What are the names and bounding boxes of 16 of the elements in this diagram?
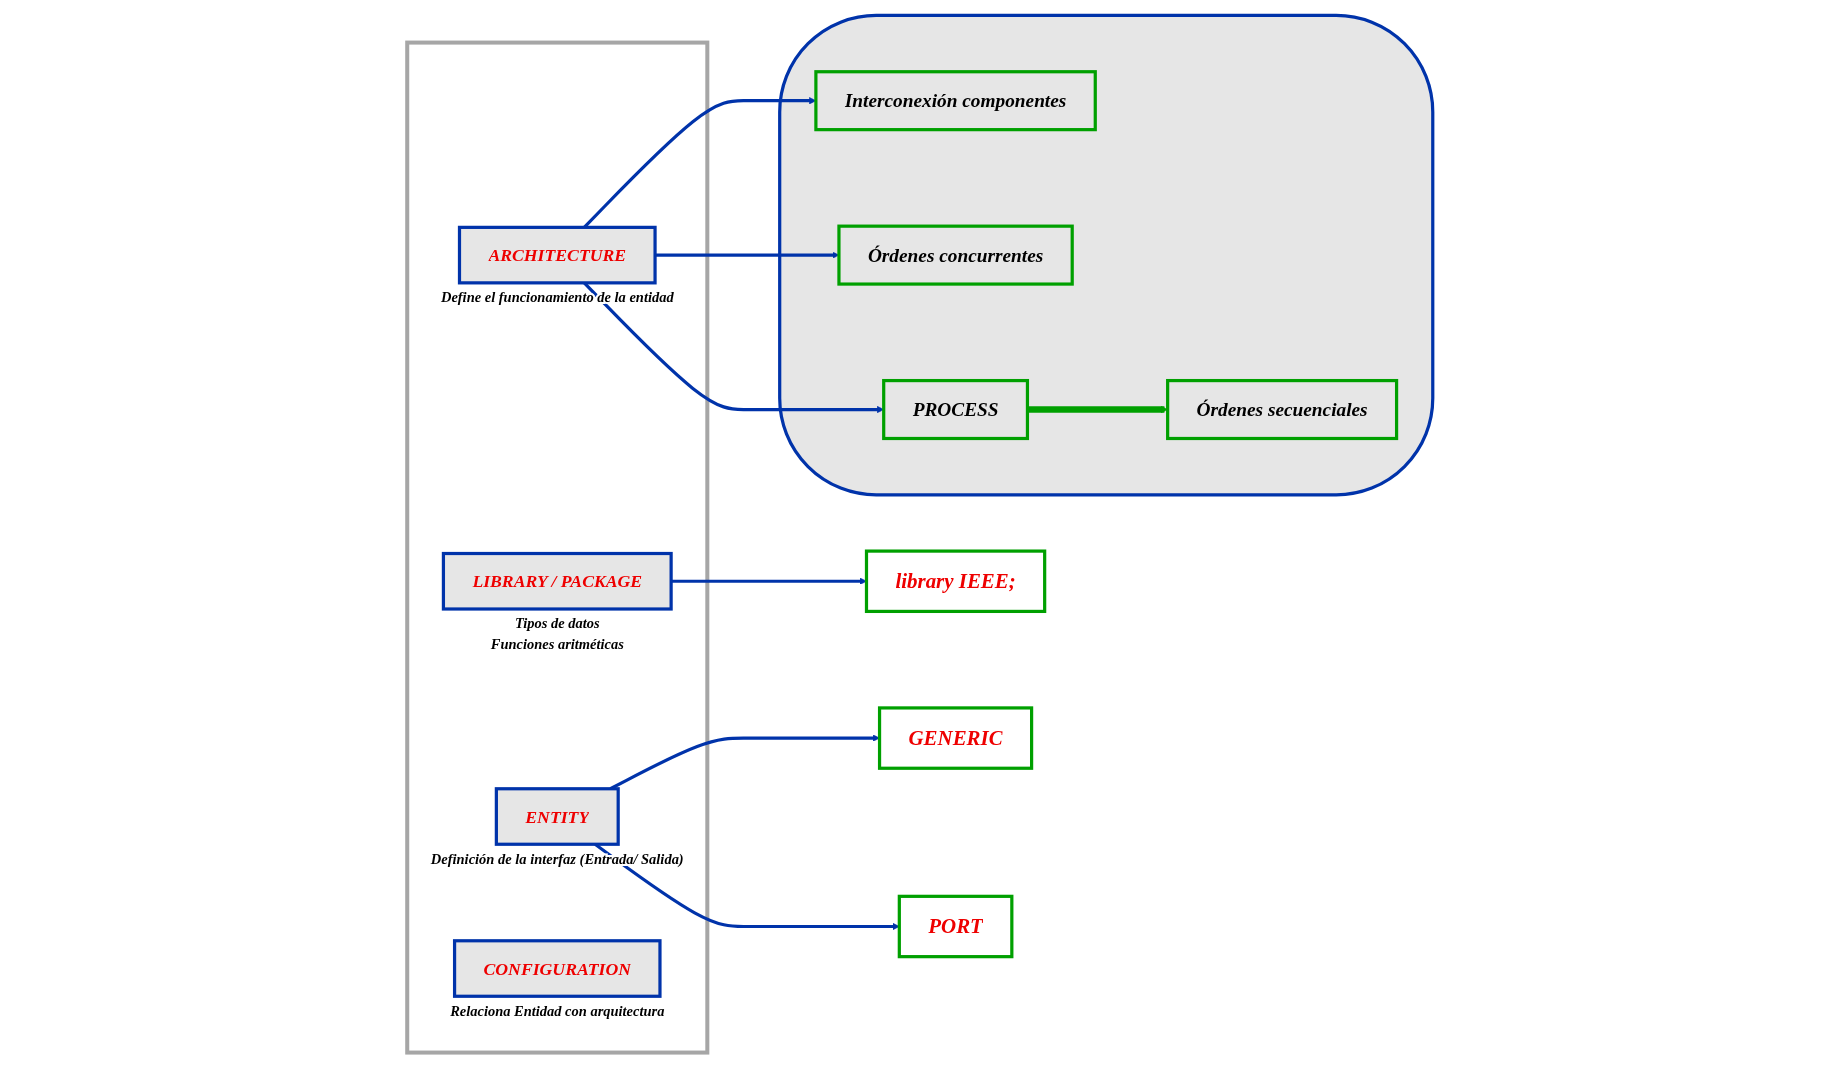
- cluster: [778, 13, 1435, 496]
- node-box: CONFIGURATION: [452, 938, 662, 998]
- node-box: Órdenes secuenciales: [1166, 378, 1399, 440]
- node-box: Interconexión componentes: [814, 69, 1097, 131]
- node-label: Relaciona Entidad con arquitectura: [450, 1002, 665, 1019]
- cluster: [405, 40, 710, 1055]
- node-label: Tipos de datos: [514, 614, 600, 631]
- node-box: library IEEE;: [864, 549, 1047, 613]
- node-box: LIBRARY / PACKAGE: [441, 551, 673, 611]
- node-label: Funciones aritméticas: [490, 635, 624, 652]
- node-box: PORT: [897, 894, 1014, 958]
- node-box: Órdenes concurrentes: [837, 224, 1074, 286]
- node-box: GENERIC: [877, 705, 1034, 770]
- node-label: Define el funcionamiento de la entidad: [440, 288, 674, 305]
- arrow: [1027, 405, 1168, 413]
- node-box: PROCESS: [882, 378, 1030, 440]
